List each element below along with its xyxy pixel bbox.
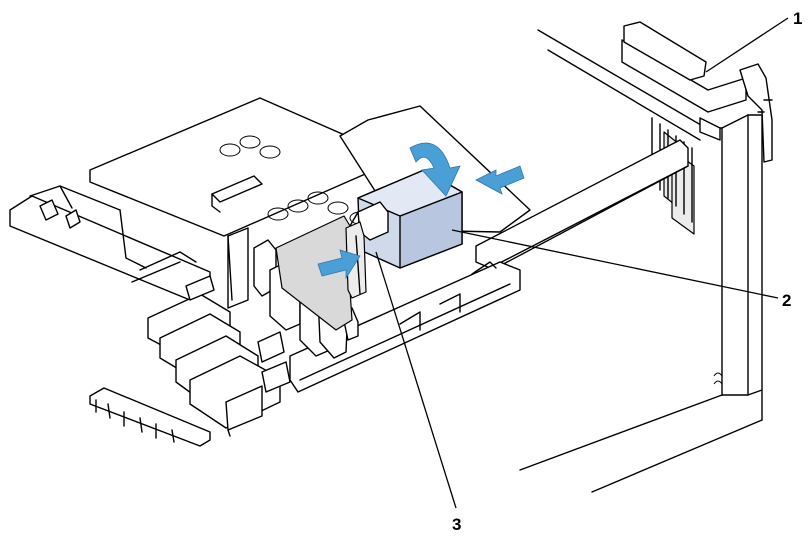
action-arrows: [317, 142, 525, 280]
callout-leaders: [375, 17, 789, 509]
card-cage-front: [89, 239, 521, 447]
push-arrow-right-icon: [475, 165, 525, 195]
callout-1: 1: [793, 9, 802, 28]
push-arrow-left-icon: [317, 249, 361, 280]
card-bracket-assembly: [475, 21, 773, 269]
leader-line-2: [451, 229, 779, 299]
leader-line-1: [705, 17, 789, 73]
callout-labels: 1 2 3: [452, 9, 802, 534]
callout-2: 2: [782, 291, 791, 310]
leader-line-3: [375, 251, 457, 509]
callout-3: 3: [452, 515, 461, 534]
rotate-arrow-icon: [409, 142, 461, 197]
